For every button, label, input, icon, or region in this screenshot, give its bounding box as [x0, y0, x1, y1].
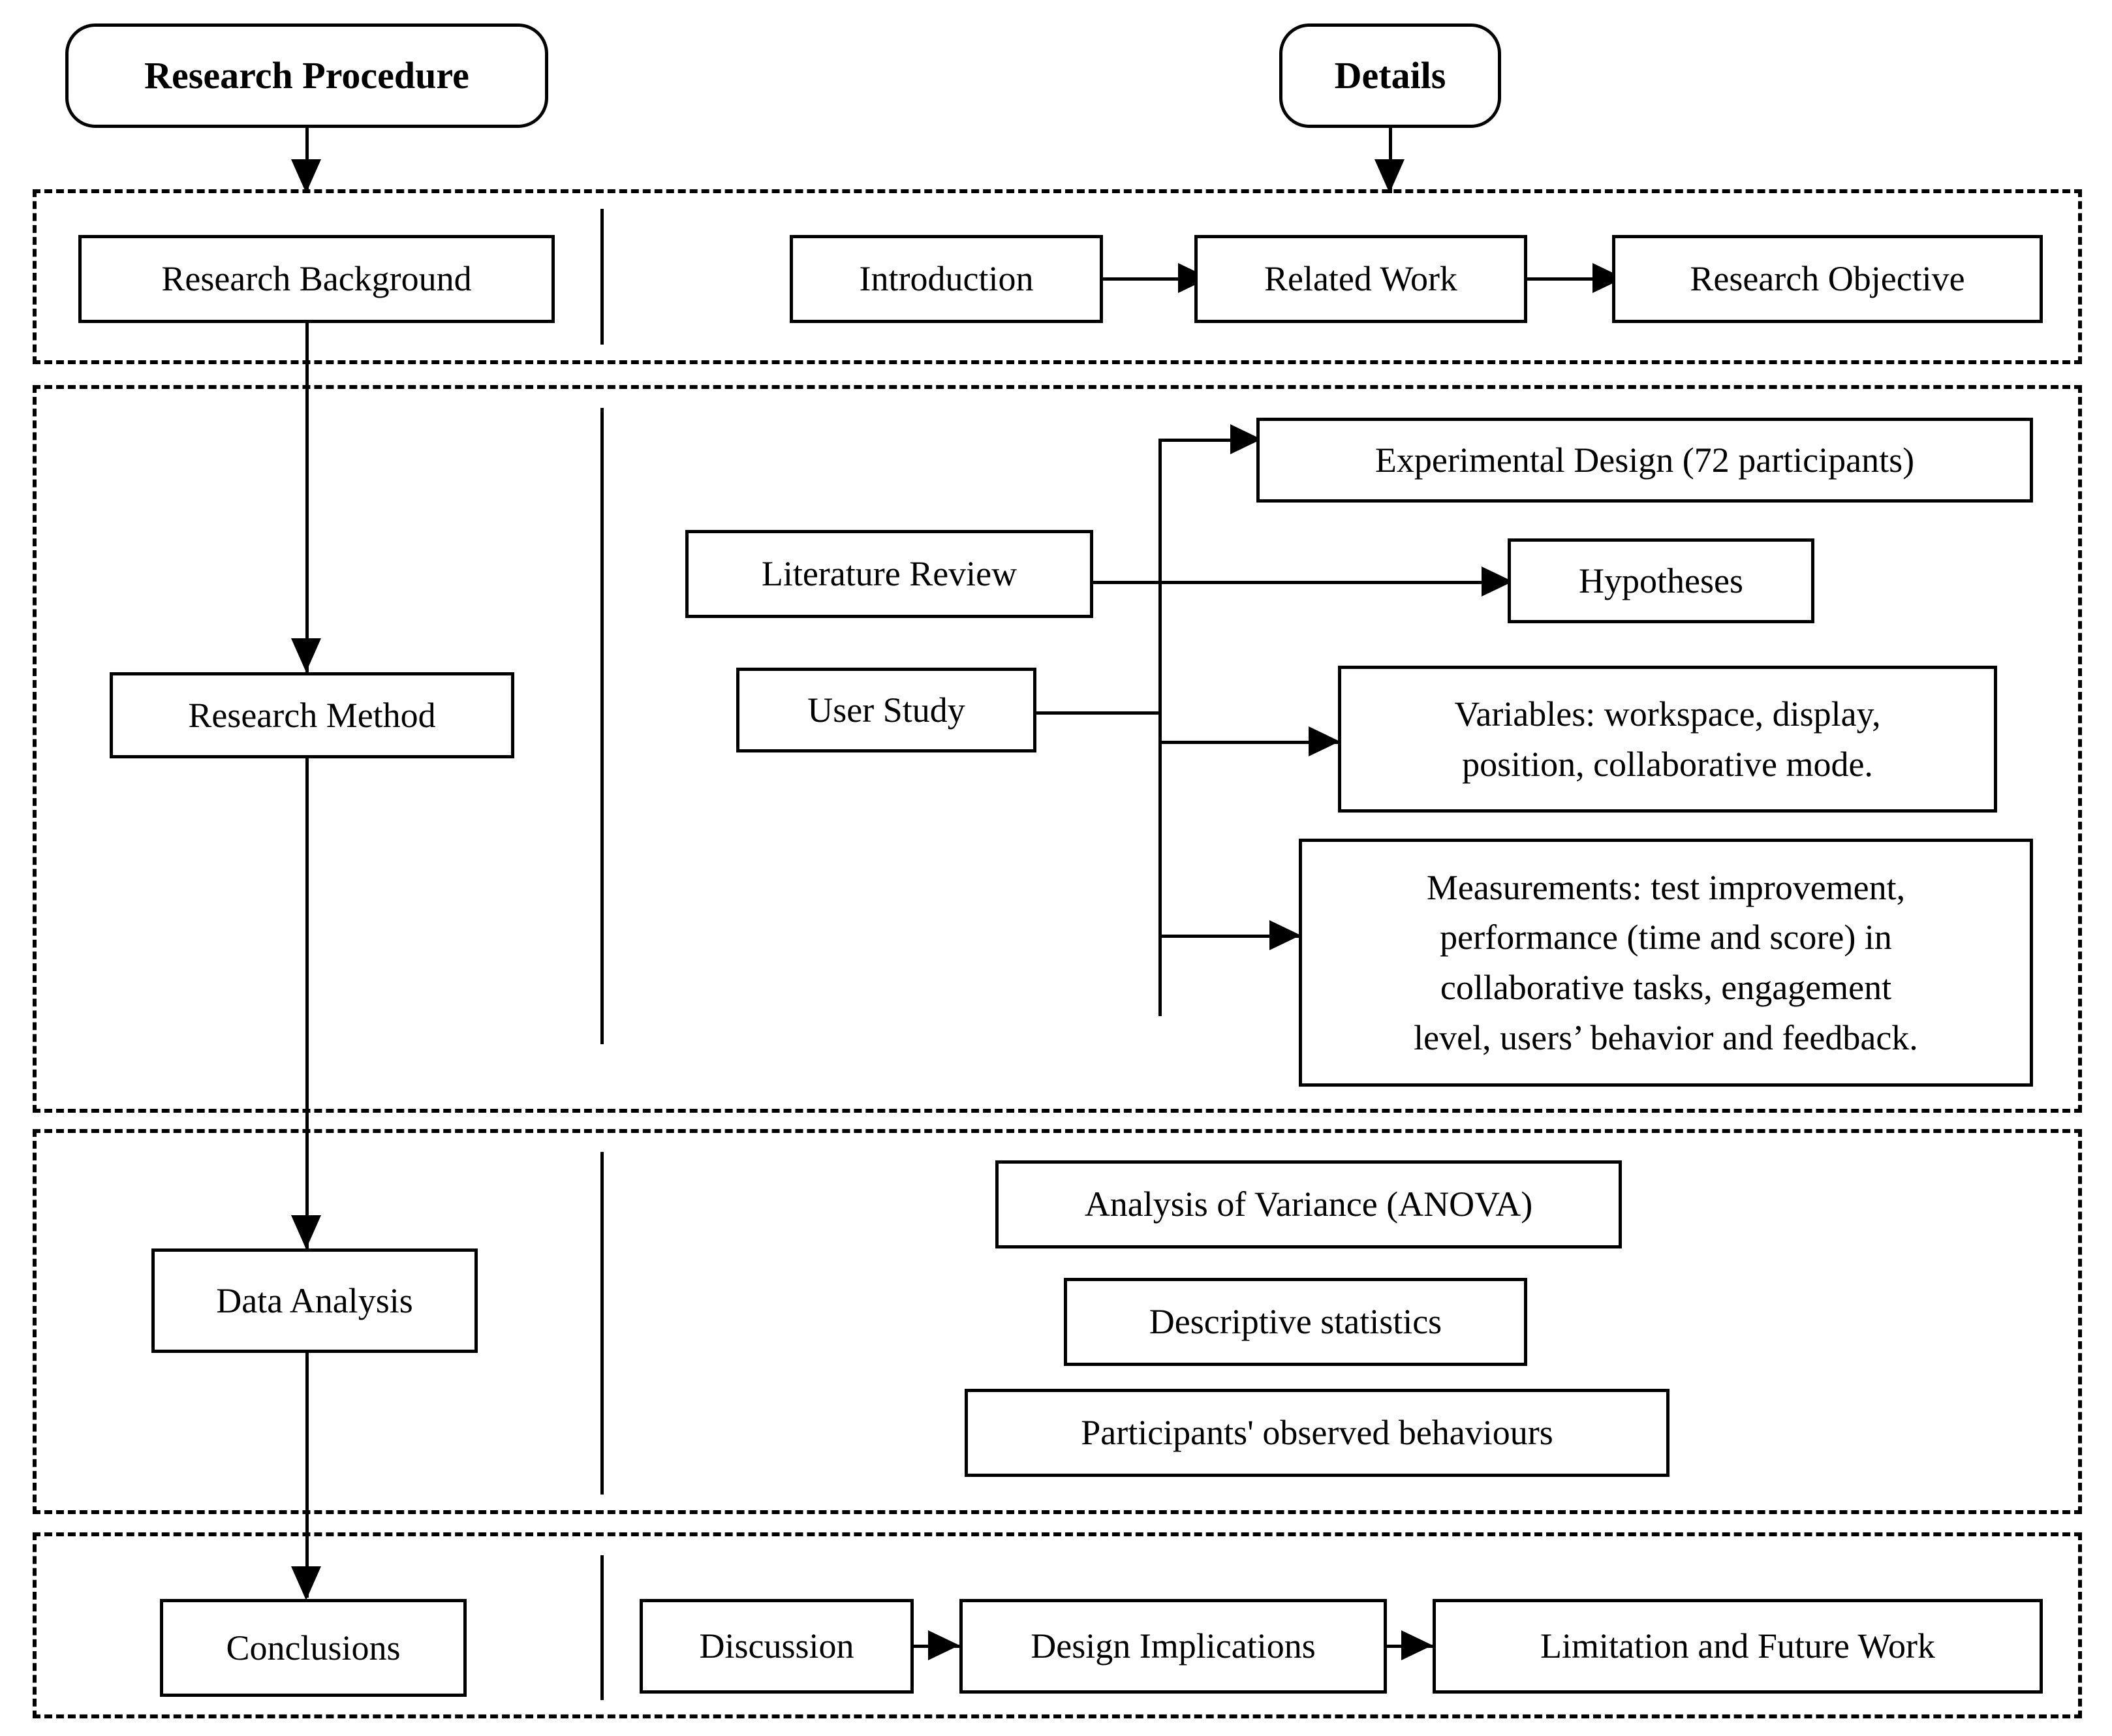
connector-trunk-to-variables [1158, 741, 1338, 744]
node-limitation-future-work: Limitation and Future Work [1433, 1599, 2043, 1694]
section2-column-divider [600, 408, 604, 1044]
node-data-analysis: Data Analysis [151, 1248, 478, 1353]
node-descriptive-statistics: Descriptive statistics [1064, 1278, 1527, 1366]
node-research-background-label: Research Background [161, 259, 472, 299]
terminator-details-label: Details [1334, 54, 1446, 97]
node-data-analysis-label: Data Analysis [216, 1280, 413, 1320]
node-discussion-label: Discussion [699, 1626, 854, 1666]
node-user-study-label: User Study [807, 690, 965, 730]
node-variables-label: Variables: workspace, display, position,… [1454, 689, 1880, 789]
node-experimental-design: Experimental Design (72 participants) [1256, 418, 2033, 503]
node-experimental-design-label: Experimental Design (72 participants) [1374, 440, 1915, 480]
node-conclusions-label: Conclusions [226, 1628, 401, 1667]
node-variables-line-1: Variables: workspace, display, [1454, 694, 1881, 734]
node-design-implications: Design Implications [959, 1599, 1387, 1694]
node-conclusions: Conclusions [160, 1599, 467, 1697]
connector-trunk-to-hypotheses [1158, 581, 1511, 584]
node-research-method-label: Research Method [188, 695, 436, 735]
arrowhead-trunk-to-measurements [1269, 920, 1301, 950]
node-literature-review-label: Literature Review [761, 554, 1017, 594]
connector-trunk-to-experimental-design [1158, 439, 1260, 442]
node-variables-line-2: position, collaborative mode. [1462, 744, 1873, 784]
connector-introduction-to-related-work [1103, 277, 1191, 281]
connector-user-study-to-trunk [1036, 711, 1162, 715]
node-measurements-line-2: performance (time and score) in [1440, 918, 1892, 957]
node-observed-behaviours-label: Participants' observed behaviours [1081, 1413, 1553, 1453]
arrowhead-method-to-analysis [291, 1215, 321, 1249]
node-limitation-future-work-label: Limitation and Future Work [1540, 1626, 1936, 1666]
node-measurements-line-3: collaborative tasks, engagement [1440, 968, 1892, 1007]
arrowhead-details-to-section1 [1374, 159, 1405, 193]
section-conclusions [33, 1532, 2082, 1718]
arrowhead-discussion-to-design-implications [928, 1630, 959, 1660]
section-research-method [33, 385, 2082, 1113]
node-design-implications-label: Design Implications [1031, 1626, 1316, 1666]
section4-column-divider [600, 1555, 604, 1700]
node-related-work-label: Related Work [1264, 259, 1458, 299]
arrowhead-analysis-to-conclusions [291, 1566, 321, 1600]
node-related-work: Related Work [1194, 235, 1527, 323]
node-measurements-label: Measurements: test improvement, performa… [1414, 863, 1918, 1063]
section1-column-divider [600, 209, 604, 345]
terminator-research-procedure: Research Procedure [65, 23, 548, 128]
node-discussion: Discussion [640, 1599, 914, 1694]
branch-trunk-vertical [1158, 439, 1162, 1016]
terminator-details: Details [1279, 23, 1501, 128]
connector-method-to-analysis [305, 758, 309, 1251]
node-hypotheses: Hypotheses [1508, 538, 1814, 623]
node-introduction: Introduction [790, 235, 1103, 323]
node-research-objective-label: Research Objective [1690, 259, 1965, 299]
arrowhead-trunk-to-variables [1309, 726, 1340, 756]
connector-background-to-method [305, 323, 309, 672]
node-introduction-label: Introduction [859, 259, 1034, 299]
connector-analysis-to-conclusions [305, 1353, 309, 1598]
section3-column-divider [600, 1152, 604, 1495]
node-anova-label: Analysis of Variance (ANOVA) [1084, 1185, 1533, 1224]
node-descriptive-statistics-label: Descriptive statistics [1149, 1302, 1442, 1342]
arrowhead-background-to-method [291, 638, 321, 672]
node-hypotheses-label: Hypotheses [1579, 561, 1743, 600]
node-measurements-line-4: level, users’ behavior and feedback. [1414, 1017, 1918, 1057]
node-literature-review: Literature Review [685, 530, 1093, 618]
node-research-background: Research Background [78, 235, 555, 323]
section-research-background [33, 189, 2082, 364]
node-anova: Analysis of Variance (ANOVA) [995, 1160, 1622, 1248]
section-data-analysis [33, 1129, 2082, 1514]
connector-trunk-to-measurements [1158, 935, 1299, 938]
node-research-method: Research Method [110, 672, 514, 758]
arrowhead-design-implications-to-limitation [1401, 1630, 1433, 1660]
arrowhead-procedure-to-section1 [291, 159, 321, 193]
node-measurements-line-1: Measurements: test improvement, [1426, 867, 1906, 907]
connector-related-work-to-objective [1527, 277, 1606, 281]
terminator-research-procedure-label: Research Procedure [144, 54, 469, 97]
node-measurements: Measurements: test improvement, performa… [1299, 839, 2033, 1087]
connector-literature-review-to-trunk [1093, 581, 1162, 584]
node-research-objective: Research Objective [1612, 235, 2043, 323]
node-observed-behaviours: Participants' observed behaviours [965, 1389, 1669, 1477]
node-user-study: User Study [736, 668, 1036, 752]
node-variables: Variables: workspace, display, position,… [1338, 666, 1997, 813]
